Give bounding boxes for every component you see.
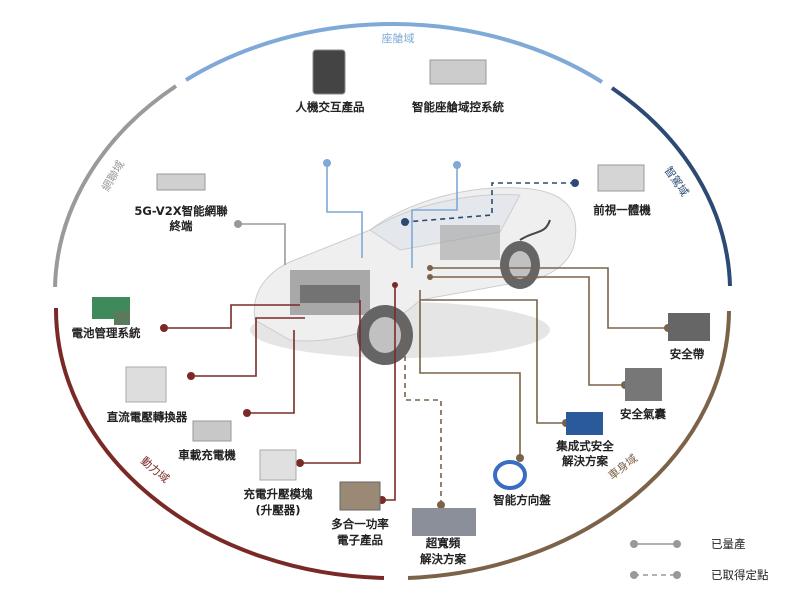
legend: 已量產 已取得定點 xyxy=(630,537,769,582)
uwb-image xyxy=(412,508,476,536)
label-booster-1: 充電升壓模塊 xyxy=(244,487,313,501)
line-dcdc xyxy=(191,317,305,377)
label-v2x-1: 5G-V2X智能網聯 xyxy=(134,204,228,218)
label-hmi: 人機交互產品 xyxy=(296,100,365,114)
line-power xyxy=(382,285,396,501)
line-airbag xyxy=(430,276,625,386)
line-booster xyxy=(300,300,361,464)
label-integrated-1: 集成式安全 xyxy=(555,439,614,453)
dcdc-image xyxy=(125,366,167,403)
label-power-2: 電子產品 xyxy=(337,533,383,547)
label-integrated-2: 解決方案 xyxy=(562,454,608,468)
hmi-image xyxy=(312,49,346,95)
line-uwb xyxy=(404,320,442,505)
adas-arc xyxy=(610,86,732,287)
label-uwb-1: 超寬頻 xyxy=(425,536,461,550)
label-steering: 智能方向盤 xyxy=(493,493,551,507)
line-hmi xyxy=(326,163,363,258)
line-obc xyxy=(247,330,295,414)
power-image xyxy=(339,481,381,511)
label-dcdc: 直流電壓轉換器 xyxy=(107,410,188,424)
domain-label-connectivity: 網聯域 xyxy=(98,158,127,194)
domain-label-adas: 智駕域 xyxy=(662,164,692,199)
line-cockpit-controller xyxy=(411,165,458,268)
label-power-1: 多合一功率 xyxy=(331,517,389,531)
line-integrated xyxy=(420,299,566,424)
integrated-image xyxy=(566,412,603,435)
domain-label-body: 車身域 xyxy=(605,451,640,482)
front-camera-image xyxy=(597,164,645,192)
label-booster-2: (升壓器) xyxy=(255,503,300,517)
powertrain-arc xyxy=(53,307,385,580)
label-airbag: 安全氣囊 xyxy=(620,407,666,421)
line-front-camera xyxy=(404,182,575,223)
cockpit-arc xyxy=(184,22,604,84)
bms-image-2 xyxy=(114,311,130,325)
line-bms xyxy=(164,304,300,329)
line-v2x xyxy=(238,223,286,265)
airbag-image xyxy=(625,368,662,401)
domain-label-cockpit: 座艙域 xyxy=(382,31,415,45)
booster-image xyxy=(259,449,297,481)
steering-image xyxy=(493,460,527,490)
line-seatbelt xyxy=(430,267,668,329)
label-front-camera: 前視一體機 xyxy=(593,203,651,217)
label-seatbelt: 安全帶 xyxy=(670,347,705,361)
cockpit-controller-image xyxy=(429,59,487,85)
domain-label-powertrain: 動力域 xyxy=(138,454,172,486)
seatbelt-image xyxy=(668,313,710,341)
connectivity-arc xyxy=(53,84,178,288)
label-cockpit-controller: 智能座艙域控系統 xyxy=(412,100,504,114)
v2x-image xyxy=(156,173,206,191)
product-images xyxy=(92,49,710,536)
label-bms: 電池管理系統 xyxy=(72,326,141,340)
line-steering xyxy=(419,290,521,458)
obc-image xyxy=(192,420,232,442)
body-arc xyxy=(407,310,731,580)
legend-mass-production: 已量產 xyxy=(711,537,746,551)
label-uwb-2: 解決方案 xyxy=(420,552,466,566)
label-v2x-2: 終端 xyxy=(170,219,193,233)
legend-nominated: 已取得定點 xyxy=(711,568,769,582)
label-obc: 車載充電機 xyxy=(178,448,236,462)
